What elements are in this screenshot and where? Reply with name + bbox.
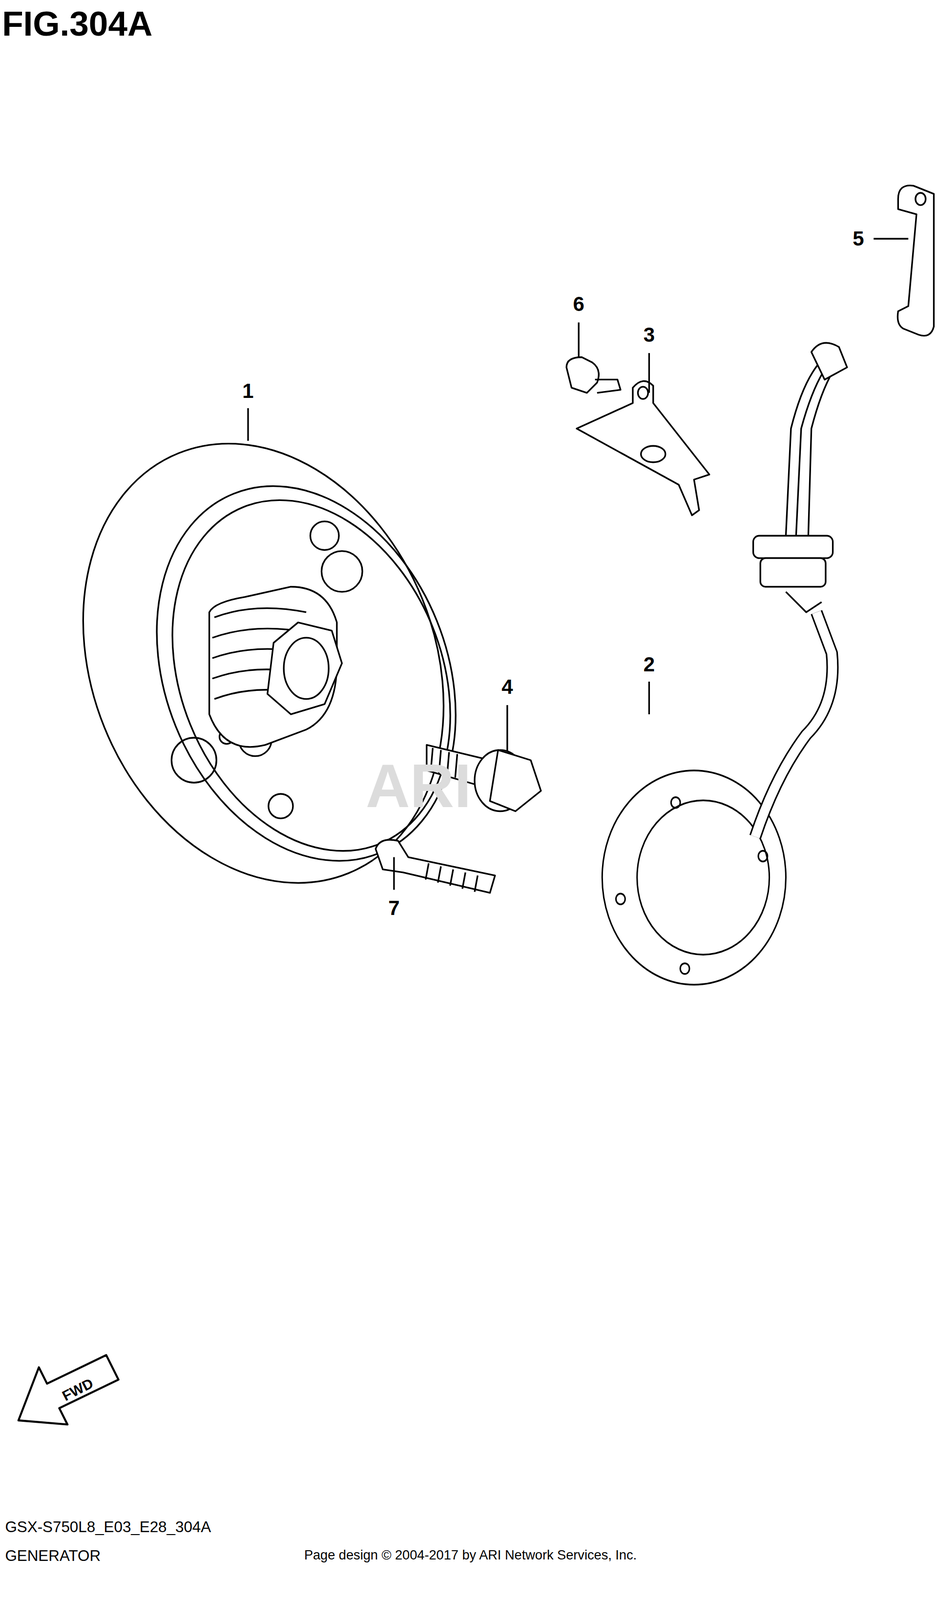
callout-number: 4 <box>501 676 513 698</box>
figure-title: FIG.304A <box>1 6 153 42</box>
callout-number: 1 <box>242 380 254 402</box>
bracket <box>576 380 710 516</box>
flywheel <box>19 389 510 938</box>
screw <box>375 839 496 894</box>
callout-number: 2 <box>643 654 655 675</box>
copyright-note: Page design © 2004-2017 by ARI Network S… <box>304 1548 637 1562</box>
fwd-arrow <box>18 1354 119 1425</box>
figure-caption: GENERATOR <box>4 1548 101 1564</box>
callout-number: 6 <box>573 293 585 315</box>
callout-number: 7 <box>388 897 400 919</box>
leader-line <box>248 238 909 890</box>
callout-number: 3 <box>643 324 655 346</box>
clamp <box>897 185 934 336</box>
bolt <box>566 356 621 393</box>
watermark: ARI <box>365 755 472 817</box>
callout-number: 5 <box>852 228 864 250</box>
drawing-code: GSX-S750L8_E03_E28_304A <box>4 1519 211 1535</box>
